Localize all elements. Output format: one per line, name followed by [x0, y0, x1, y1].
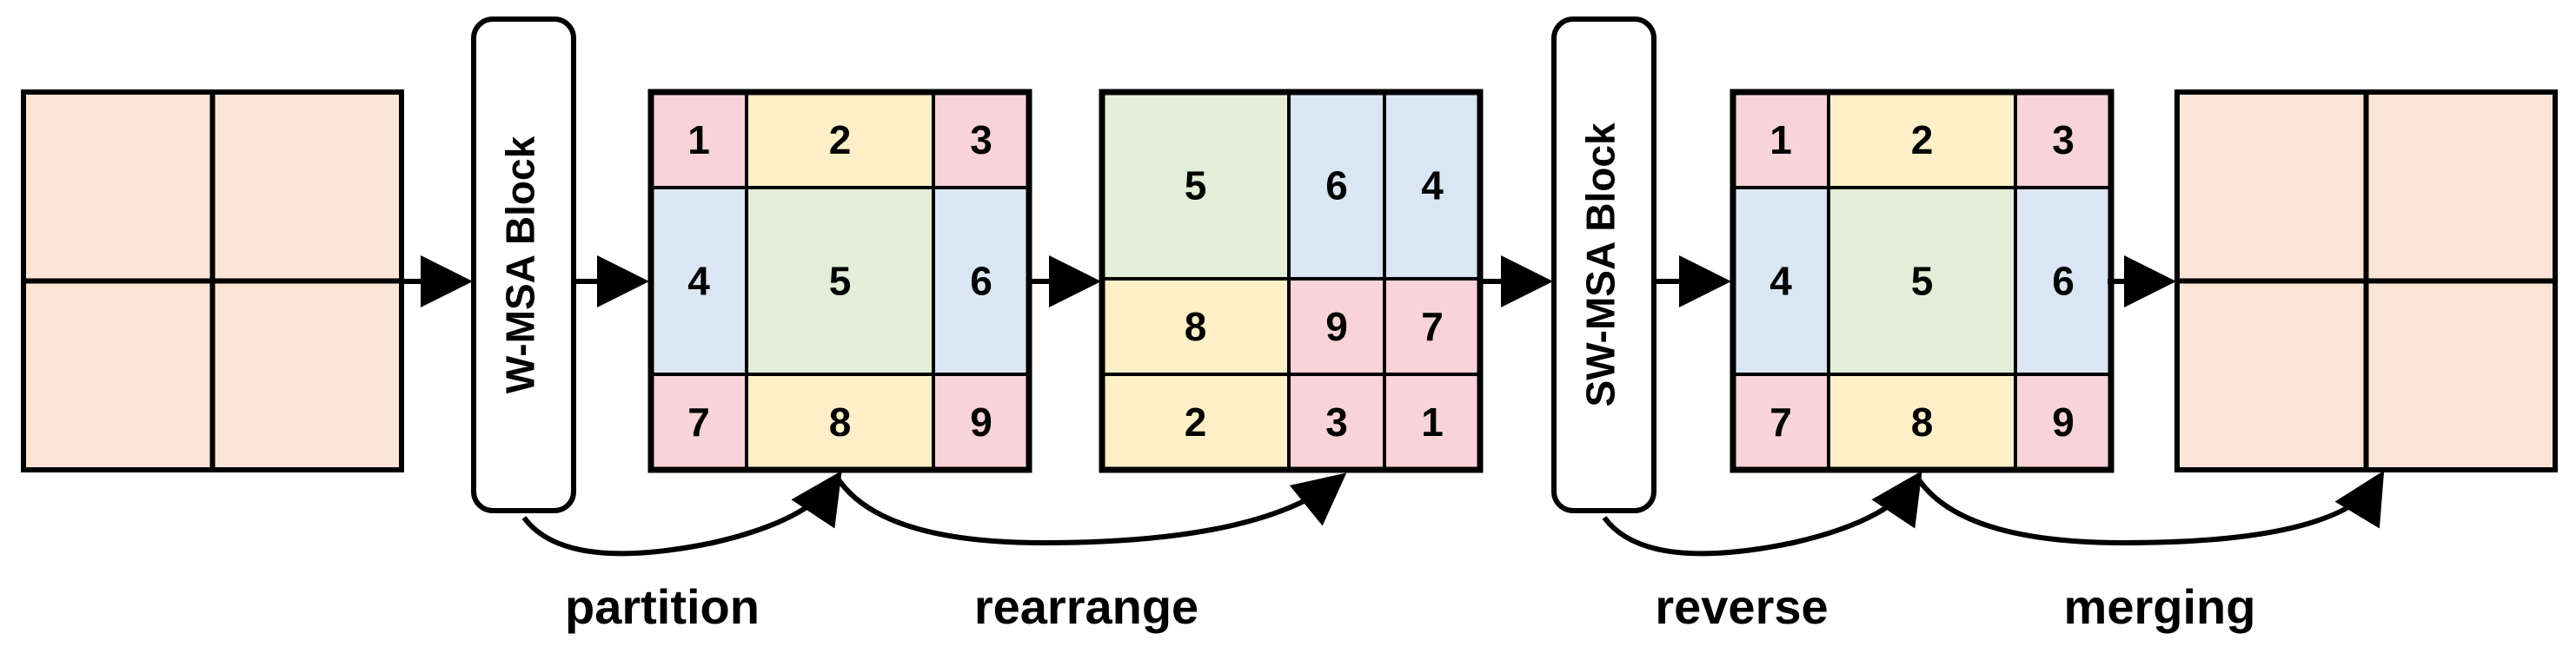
step-arrows [521, 470, 2385, 557]
sw-msa-block-label: SW-MSA Block [1578, 122, 1623, 406]
rearrange-window-1 [1100, 90, 1291, 281]
rearrange-window-label-7: 2 [1185, 399, 1207, 445]
reverse-window-6 [2014, 186, 2113, 376]
step-label-reverse: reverse [1655, 579, 1828, 634]
reverse-grid: 1 2 3 4 5 6 7 8 9 [1730, 89, 2115, 473]
step-label-rearrange: rearrange [974, 579, 1198, 634]
partition-window-label-9: 9 [970, 399, 993, 445]
rearrange-window-label-5: 9 [1325, 304, 1348, 349]
partition-window-label-6: 6 [970, 259, 993, 304]
rearrange-window-4 [1100, 277, 1291, 376]
rearrange-window-label-9: 1 [1421, 399, 1444, 445]
reverse-window-5 [1827, 186, 2017, 376]
rearrange-window-label-6: 7 [1421, 304, 1444, 349]
partition-window-4 [649, 186, 748, 376]
partition-window-label-4: 4 [687, 259, 710, 304]
partition-window-label-2: 2 [829, 117, 852, 162]
partition-window-label-3: 3 [970, 117, 993, 162]
reverse-window-3 [2014, 90, 2113, 189]
rearrange-window-label-1: 5 [1185, 163, 1207, 208]
rearrange-window-9 [1383, 373, 1482, 472]
partition-window-label-8: 8 [829, 399, 852, 445]
partition-window-6 [932, 186, 1031, 376]
partition-window-label-5: 5 [829, 259, 852, 304]
partition-window-5 [745, 186, 935, 376]
reverse-window-9 [2014, 373, 2113, 472]
rearrange-window-label-8: 3 [1325, 399, 1348, 445]
w-msa-block-label: W-MSA Block [498, 135, 543, 393]
curve-reverse [1602, 471, 1922, 557]
partition-grid: 1 2 3 4 5 6 7 8 9 [647, 89, 1032, 473]
rearrange-window-label-3: 4 [1421, 163, 1444, 208]
curve-rearrange [833, 472, 1347, 546]
curve-merging [1914, 470, 2385, 546]
w-msa-block-box [471, 17, 576, 513]
step-label-merging: merging [2064, 579, 2256, 634]
sw-msa-block: SW-MSA Block [1551, 17, 1656, 513]
reverse-window-label-5: 5 [1911, 259, 1934, 304]
output-feature-map [2174, 89, 2558, 472]
partition-window-label-7: 7 [687, 399, 710, 445]
reverse-window-label-1: 1 [1769, 117, 1792, 162]
w-msa-block: W-MSA Block [471, 17, 576, 513]
reverse-window-2 [1827, 90, 2017, 189]
reverse-window-label-8: 8 [1911, 399, 1934, 445]
reverse-window-label-9: 9 [2052, 399, 2075, 445]
sw-msa-block-box [1551, 17, 1656, 513]
step-label-partition: partition [565, 579, 760, 634]
rearrange-window-3 [1383, 90, 1482, 281]
input-feature-map [21, 89, 404, 472]
reverse-window-label-7: 7 [1769, 399, 1792, 445]
reverse-window-label-3: 3 [2052, 117, 2075, 162]
rearrange-window-label-2: 6 [1325, 163, 1348, 208]
reverse-window-label-2: 2 [1911, 117, 1934, 162]
rearrange-window-label-4: 8 [1185, 304, 1207, 349]
rearrange-grid: 5 6 4 8 9 7 2 3 1 [1099, 89, 1484, 473]
partition-window-label-1: 1 [687, 117, 710, 162]
partition-window-8 [745, 373, 935, 472]
reverse-window-label-4: 4 [1769, 259, 1792, 304]
reverse-window-label-6: 6 [2052, 259, 2075, 304]
curve-partition [521, 471, 842, 557]
rearrange-window-6 [1383, 277, 1482, 376]
